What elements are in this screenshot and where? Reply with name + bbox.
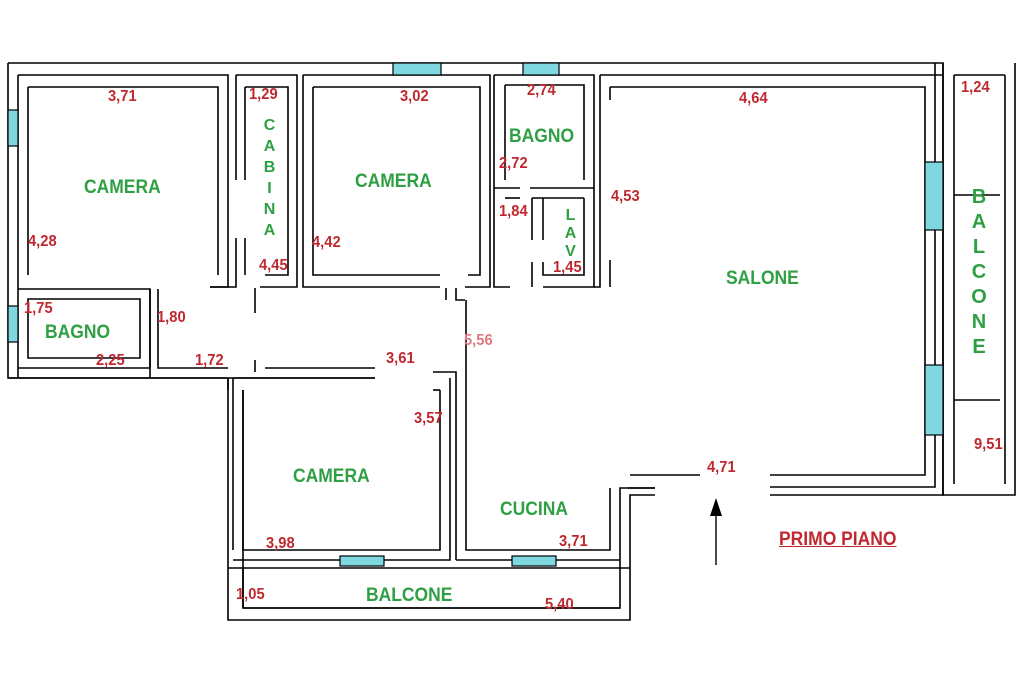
dim-bagno2-height: 1,75 [24,300,53,317]
window-salone-right-lower [924,364,944,436]
dim-balcone-right-height: 9,51 [974,436,1003,453]
room-balcone-right: BALCONE [967,186,990,361]
dim-cabina-width: 1,29 [249,86,278,103]
dim-salone-height: 4,53 [611,188,640,205]
window-camera3-bottom [339,555,385,567]
dim-corridor-height-2: 5,56 [464,332,493,349]
window-camera1-left [7,109,19,147]
window-camera2-top [392,62,442,76]
dim-corridor-height: 1,80 [157,309,186,326]
room-lav-label: LAV [562,207,579,261]
window-salone-right-upper [924,161,944,231]
windows [7,62,944,567]
room-balcone-right-label: BALCONE [968,186,990,361]
dim-corridor-width-1: 1,72 [195,352,224,369]
walls [7,62,1016,621]
room-bagno-1: BAGNO [509,126,575,147]
dim-salone-bottom-width: 4,71 [707,459,736,476]
dim-camera3-width: 3,98 [266,535,295,552]
dim-bagno1-width: 2,74 [527,82,556,99]
dim-corridor-width-2: 3,61 [386,350,415,367]
room-cucina: CUCINA [500,499,568,520]
window-bagno2-left [7,305,19,343]
room-camera-3: CAMERA [293,466,370,487]
dim-lav-height: 1,84 [499,203,528,220]
dim-balcone-bottom-height: 1,05 [236,586,265,603]
dim-camera1-height: 4,28 [28,233,57,250]
room-balcone-bottom: BALCONE [366,585,453,606]
dim-camera3-height: 3,57 [414,410,443,427]
dim-camera2-width: 3,02 [400,88,429,105]
room-cabina-label: CABINA [261,117,278,243]
window-cucina-bottom [511,555,557,567]
dim-bagno2-width: 2,25 [96,352,125,369]
room-salone: SALONE [726,268,799,289]
room-camera-1: CAMERA [84,177,161,198]
dim-lav-width: 1,45 [553,259,582,276]
room-camera-2: CAMERA [355,171,432,192]
window-bagno1-top [522,62,560,76]
entrance-arrow [710,498,722,565]
room-bagno-2: BAGNO [45,322,111,343]
dim-salone-width: 4,64 [739,90,768,107]
dim-cucina-width: 3,71 [559,533,588,550]
dim-camera1-width: 3,71 [108,88,137,105]
dim-balcone-right-width: 1,24 [961,79,990,96]
dim-bagno1-height: 2,72 [499,155,528,172]
room-lav: LAV [562,207,579,261]
dim-cabina-height: 4,45 [259,257,288,274]
floor-title: PRIMO PIANO [779,529,897,550]
dim-balcone-bottom-width: 5,40 [545,596,574,613]
room-cabina: CABINA [259,117,278,243]
dim-camera2-height: 4,42 [312,234,341,251]
